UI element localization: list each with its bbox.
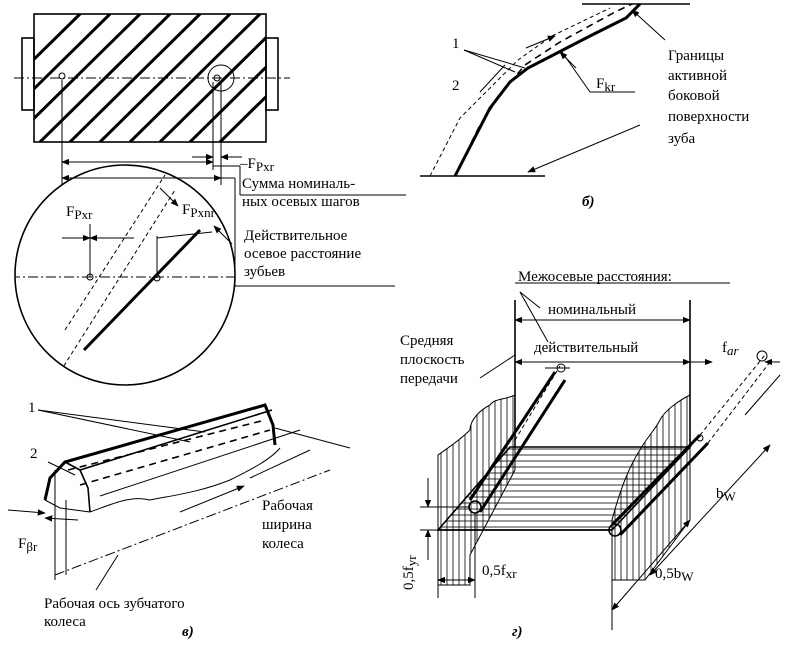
label-actual: действительный <box>534 340 638 356</box>
label-actual-3: зубьев <box>244 264 285 280</box>
label-bounds-5: зуба <box>668 131 696 147</box>
callout-c-1: 1 <box>28 400 36 416</box>
label-sum-nominal-2: ных осевых шагов <box>242 194 360 210</box>
label-bounds-2: активной <box>668 68 727 84</box>
label-width-2: ширина <box>262 517 312 533</box>
panel-b-tooth-profile <box>420 2 690 177</box>
label-axis-1: Рабочая ось зубчатого <box>44 596 185 612</box>
label-fpxnr: FPxnr <box>182 202 216 220</box>
label-mid-1: Средняя <box>400 333 454 349</box>
label-far: far <box>722 340 740 358</box>
label-mid-3: передачи <box>400 371 458 387</box>
label-nominal: номинальный <box>548 302 636 318</box>
panel-a-gear-rack <box>14 13 406 287</box>
label-05bw: 0,5bW <box>655 566 694 584</box>
label-fbr: Fβr <box>18 536 38 554</box>
right-shaft-stub <box>265 37 279 111</box>
label-center-distances: Межосевые расстояния: <box>518 269 672 285</box>
left-shaft-stub <box>21 37 35 111</box>
label-sum-nominal-1: Сумма номиналь- <box>242 176 355 192</box>
label-actual-1: Действительное <box>244 228 348 244</box>
label-fpxr: –FPxr <box>239 156 275 174</box>
label-05fyr: 0,5fyr <box>401 555 419 590</box>
panel-letter-c: в) <box>182 624 194 640</box>
panel-d-center-distance <box>420 282 781 630</box>
label-width-3: колеса <box>262 536 304 552</box>
label-bw: bW <box>716 486 737 504</box>
panel-letter-d: г) <box>512 624 523 640</box>
label-axis-2: колеса <box>44 614 86 630</box>
panel-c-tooth-3d <box>7 403 351 591</box>
callout-b-2: 2 <box>452 78 460 94</box>
label-fpxr-circle: FPxr <box>66 204 93 222</box>
label-actual-2: осевое расстояние <box>244 246 361 262</box>
label-05fxr: 0,5fxr <box>482 563 517 581</box>
callout-b-1: 1 <box>452 36 460 52</box>
label-mid-2: плоскость <box>400 352 465 368</box>
label-width-1: Рабочая <box>262 498 313 514</box>
label-bounds-4: поверхности <box>668 109 749 125</box>
callout-c-2: 2 <box>30 446 38 462</box>
label-fkr: Fkr <box>596 76 616 94</box>
label-bounds-3: боковой <box>668 88 720 104</box>
panel-letter-b: б) <box>582 194 594 210</box>
label-bounds-1: Границы <box>668 48 724 64</box>
panel-a-detail-circle <box>14 164 236 386</box>
